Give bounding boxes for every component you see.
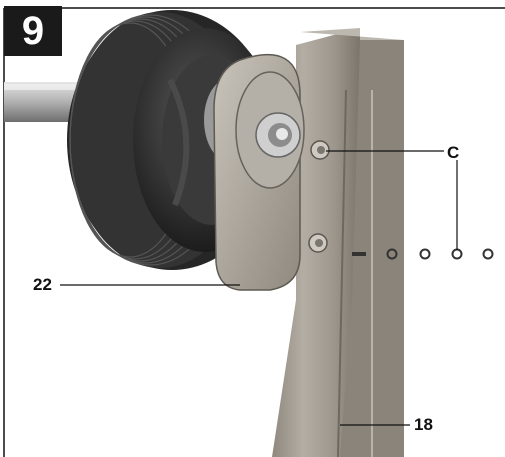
axle-nut [255, 112, 301, 158]
washer-3 [451, 248, 463, 260]
callout-label-22: 22 [33, 275, 52, 294]
step-number-badge: 9 [4, 6, 62, 56]
bolt-lower [308, 233, 328, 253]
bolt-upper [310, 140, 330, 160]
leader-lines [60, 150, 458, 426]
callout-label-18: 18 [414, 415, 433, 434]
washer-2 [419, 248, 431, 260]
washer-1 [386, 248, 398, 260]
bracket-22 [213, 53, 305, 291]
washer-4 [482, 248, 494, 260]
callout-label-c: C [447, 143, 460, 162]
washer-set [386, 248, 494, 260]
